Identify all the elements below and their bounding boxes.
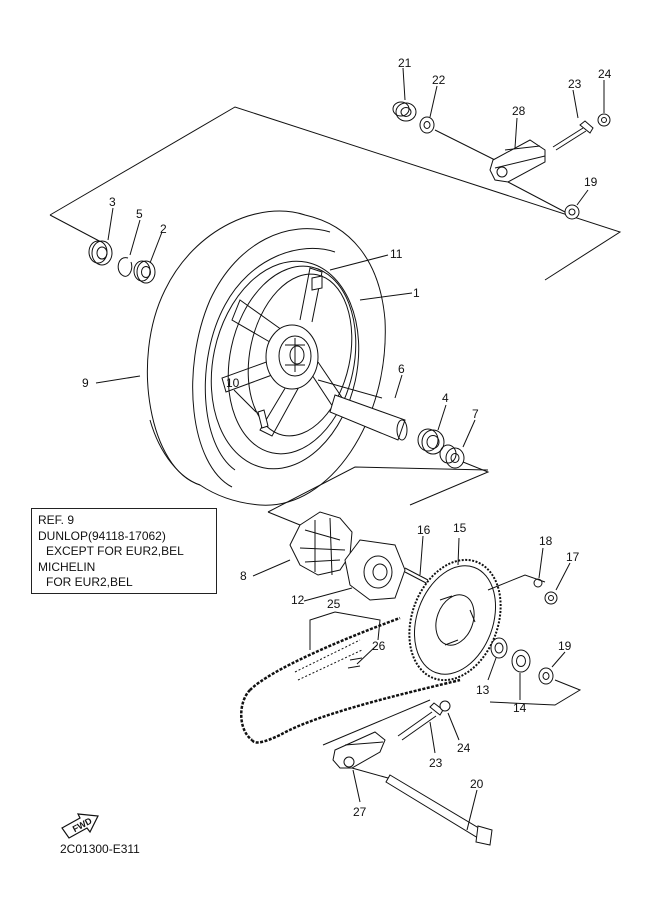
callout-23-upper: 23 xyxy=(568,77,582,91)
bearing-3 xyxy=(88,240,113,266)
callout-12: 12 xyxy=(291,593,305,607)
collar-19-lower xyxy=(538,667,554,685)
bolt-23-lower xyxy=(397,702,444,741)
callout-24-upper: 24 xyxy=(598,67,612,81)
bearing-21 xyxy=(392,101,417,122)
callout-21: 21 xyxy=(398,56,412,70)
bearing-13 xyxy=(490,637,508,659)
callout-3: 3 xyxy=(109,195,116,209)
oil-seal-14 xyxy=(511,649,531,673)
clutch-hub-12 xyxy=(344,539,406,601)
callout-14: 14 xyxy=(513,701,527,715)
sprocket-15 xyxy=(408,558,502,682)
callout-19-upper: 19 xyxy=(584,175,598,189)
bolt-23-upper xyxy=(552,120,594,151)
collar-7 xyxy=(439,444,465,469)
stud-bolt-16 xyxy=(404,567,429,585)
tire-reference-box: REF. 9 DUNLOP(94118-17062) EXCEPT FOR EU… xyxy=(31,508,217,594)
callout-8: 8 xyxy=(240,569,247,583)
reference-dunlop-scope: EXCEPT FOR EUR2,BEL xyxy=(46,544,184,558)
callout-22: 22 xyxy=(432,73,446,87)
callout-7: 7 xyxy=(472,407,479,421)
collar-6 xyxy=(329,394,408,441)
callout-6: 6 xyxy=(398,362,405,376)
callout-24-lower: 24 xyxy=(457,741,471,755)
damper-8 xyxy=(289,511,353,576)
washer-18 xyxy=(533,578,543,588)
washer-22 xyxy=(419,116,435,134)
bearing-4 xyxy=(417,428,445,455)
callout-19-lower: 19 xyxy=(558,639,572,653)
rear-axle-20 xyxy=(385,774,493,846)
callout-4: 4 xyxy=(442,391,449,405)
chain-joint-26 xyxy=(347,657,363,669)
callout-2: 2 xyxy=(160,222,167,236)
callout-18: 18 xyxy=(539,534,553,548)
callout-1: 1 xyxy=(413,286,420,300)
reference-michelin: MICHELIN xyxy=(38,559,96,574)
callout-10: 10 xyxy=(226,376,240,390)
callout-26: 26 xyxy=(372,639,386,653)
chain-adjuster-27 xyxy=(332,731,386,769)
leader-lines xyxy=(95,67,605,831)
reference-dunlop: DUNLOP(94118-17062) xyxy=(38,528,166,543)
forward-arrow-icon xyxy=(61,813,99,839)
nut-24-upper xyxy=(597,113,611,127)
callout-20: 20 xyxy=(470,777,484,791)
callout-numbers: 21 22 23 24 28 19 3 5 2 11 1 9 10 6 4 7 … xyxy=(82,56,612,819)
callout-17: 17 xyxy=(566,550,580,564)
upper-assembly-outline xyxy=(49,106,622,281)
callout-28: 28 xyxy=(512,104,526,118)
callout-15: 15 xyxy=(453,521,467,535)
spacer-19-upper xyxy=(564,204,580,220)
diagram-code: 2C01300-E311 xyxy=(60,842,140,856)
bearing-2 xyxy=(133,260,156,284)
reference-michelin-scope: FOR EUR2,BEL xyxy=(46,575,133,589)
callout-25: 25 xyxy=(327,597,341,611)
circlip-5 xyxy=(117,257,133,277)
reference-title: REF. 9 xyxy=(38,513,75,527)
callout-27: 27 xyxy=(353,805,367,819)
chain-adjuster-28 xyxy=(489,139,546,183)
wheel-rim-1 xyxy=(210,260,360,470)
callout-23-lower: 23 xyxy=(429,756,443,770)
callout-13: 13 xyxy=(476,683,490,697)
nut-24-lower xyxy=(439,700,451,712)
callout-11: 11 xyxy=(390,247,403,261)
callout-9: 9 xyxy=(82,376,89,390)
callout-5: 5 xyxy=(136,207,143,221)
nut-17 xyxy=(544,591,558,605)
callout-16: 16 xyxy=(417,523,431,537)
